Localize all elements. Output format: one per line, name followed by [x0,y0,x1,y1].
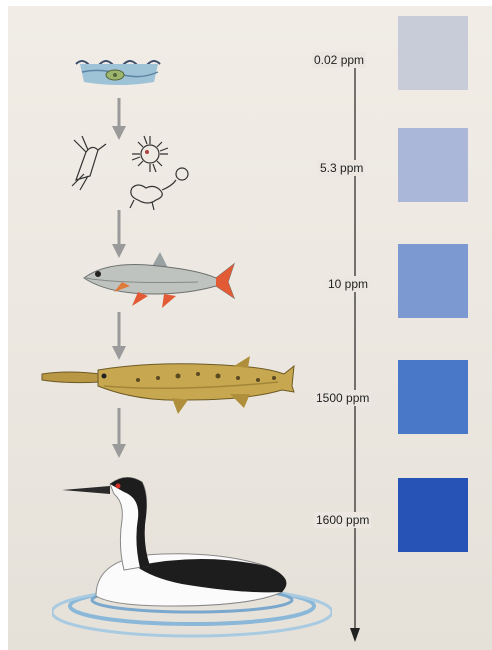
small-fish-illustration [78,248,238,312]
concentration-swatch-4 [398,360,468,434]
concentration-swatch-3 [398,244,468,318]
concentration-swatch-1 [398,16,468,90]
zooplankton-illustration [62,130,202,220]
water-algae-illustration [70,50,170,92]
concentration-label-4: 1500 ppm [314,390,371,406]
concentration-label-1: 0.02 ppm [312,52,366,68]
arrow-down-3 [110,312,128,362]
concentration-axis-arrow [347,62,363,644]
concentration-swatch-5 [398,478,468,552]
grebe-bird-illustration [52,466,332,644]
arrow-down-4 [110,408,128,460]
concentration-swatch-2 [398,128,468,202]
gar-fish-illustration [38,352,298,420]
arrow-down-1 [110,98,128,142]
arrow-down-2 [110,210,128,260]
concentration-label-3: 10 ppm [326,276,370,292]
concentration-label-5: 1600 ppm [314,512,371,528]
concentration-label-2: 5.3 ppm [318,160,365,176]
